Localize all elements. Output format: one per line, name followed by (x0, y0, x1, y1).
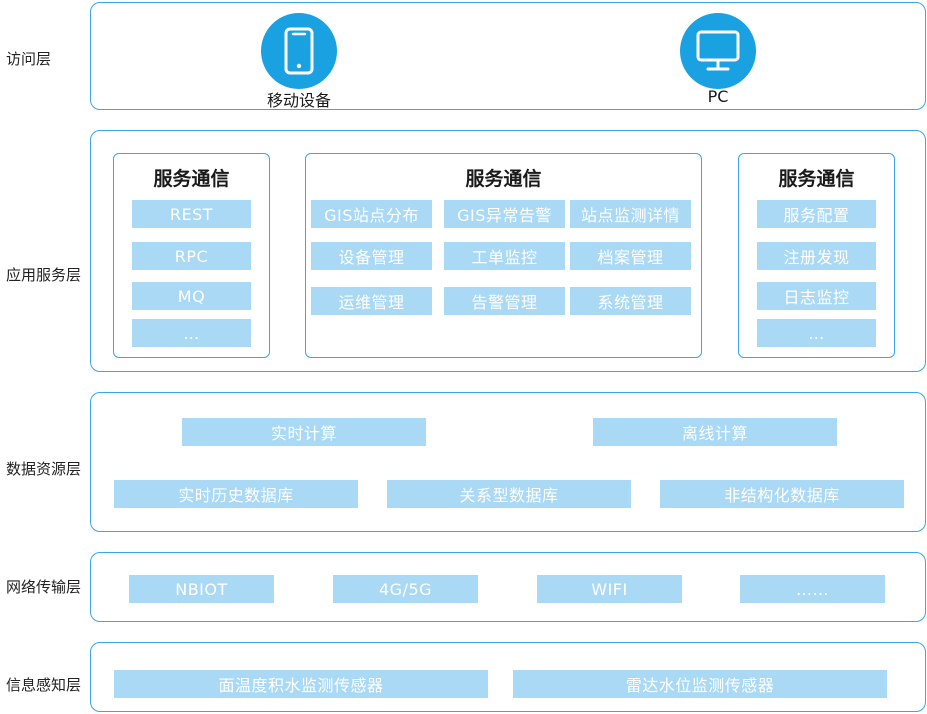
app-left-title: 服务通信 (153, 168, 230, 190)
sensing-item: 面温度积水监测传感器 (114, 670, 488, 698)
compute-item: 离线计算 (593, 418, 837, 446)
layer-label-app: 应用服务层 (6, 266, 82, 284)
app-left-group: 服务通信 REST RPC MQ … (113, 153, 270, 358)
app-middle-item: 工单监控 (444, 242, 565, 270)
app-left-item: … (132, 319, 251, 347)
app-middle-item: 站点监测详情 (570, 200, 691, 228)
database-item: 关系型数据库 (387, 480, 631, 508)
layer-label-network: 网络传输层 (6, 578, 82, 596)
app-middle-title: 服务通信 (465, 168, 542, 190)
network-layer-panel: NBIOT 4G/5G WIFI …… (90, 552, 926, 622)
pc-label: PC (707, 87, 729, 106)
app-layer-panel: 服务通信 REST RPC MQ … 服务通信 GIS站点分布 GIS异常告警 … (90, 130, 926, 372)
layer-label-data: 数据资源层 (6, 460, 82, 478)
app-right-item: 服务配置 (757, 200, 876, 228)
app-middle-item: 告警管理 (444, 287, 565, 315)
app-right-item: 日志监控 (757, 282, 876, 310)
app-middle-group: 服务通信 GIS站点分布 GIS异常告警 站点监测详情 设备管理 工单监控 档案… (305, 153, 702, 358)
compute-item: 实时计算 (182, 418, 426, 446)
app-left-item: MQ (132, 282, 251, 310)
app-middle-item: 系统管理 (570, 287, 691, 315)
monitor-icon (680, 13, 756, 89)
access-layer-panel: 移动设备 PC (90, 2, 926, 110)
network-item: 4G/5G (333, 575, 478, 603)
app-right-title: 服务通信 (778, 168, 855, 190)
data-layer-panel: 实时计算 离线计算 实时历史数据库 关系型数据库 非结构化数据库 (90, 392, 926, 532)
app-left-item: RPC (132, 242, 251, 270)
app-right-group: 服务通信 服务配置 注册发现 日志监控 … (738, 153, 895, 358)
app-left-item: REST (132, 200, 251, 228)
app-middle-item: 档案管理 (570, 242, 691, 270)
mobile-device-label: 移动设备 (266, 91, 331, 110)
network-item: …… (740, 575, 885, 603)
layer-label-access: 访问层 (6, 50, 52, 68)
network-item: NBIOT (129, 575, 274, 603)
app-right-item: 注册发现 (757, 242, 876, 270)
app-middle-item: 设备管理 (311, 242, 432, 270)
network-item: WIFI (537, 575, 682, 603)
app-right-item: … (757, 319, 876, 347)
app-middle-item: 运维管理 (311, 287, 432, 315)
database-item: 非结构化数据库 (660, 480, 904, 508)
sensing-layer-panel: 面温度积水监测传感器 雷达水位监测传感器 (90, 642, 926, 712)
sensing-item: 雷达水位监测传感器 (513, 670, 887, 698)
layer-label-sensing: 信息感知层 (6, 676, 82, 694)
app-middle-item: GIS站点分布 (311, 200, 432, 228)
mobile-phone-icon (261, 13, 337, 89)
database-item: 实时历史数据库 (114, 480, 358, 508)
app-middle-item: GIS异常告警 (444, 200, 565, 228)
